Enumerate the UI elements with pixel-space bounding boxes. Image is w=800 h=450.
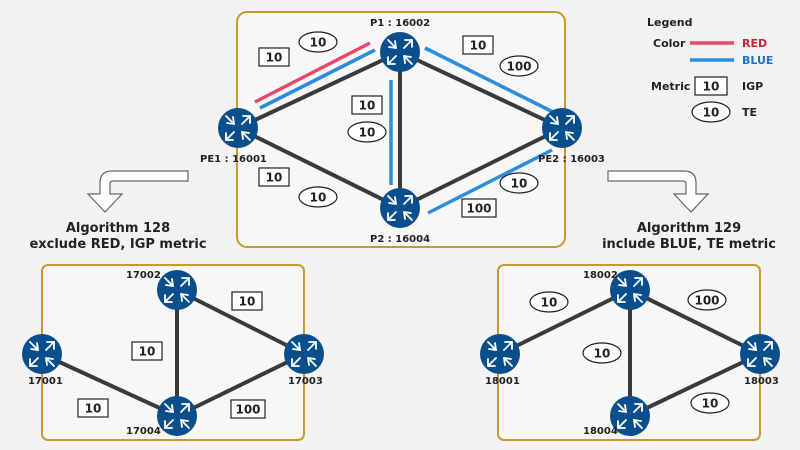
te-metric-pe1-p1: 10 [310,36,327,50]
router-pe1-label: PE1 : 16001 [200,154,267,165]
igp-metric-pe1-p1: 10 [266,51,283,65]
affinity-color-lines [254,41,554,215]
legend-title: Legend [647,16,693,29]
svg-text:10: 10 [702,397,719,411]
algo128-title: Algorithm 128 [66,221,170,236]
arrow-left-icon [86,170,189,213]
blue-affinity-p2-pe2 [427,148,553,215]
legend-te-label: TE [742,106,757,119]
igp-metric-pe1-p2: 10 [266,171,283,185]
blue-affinity-pe1-p1 [259,48,376,110]
router-p1 [379,31,421,73]
router-17001-label: 17001 [28,376,63,387]
router-pe1 [217,107,259,149]
te-metric-p2-pe2: 10 [511,177,528,191]
te-metric-p1-pe2: 100 [506,60,531,74]
link-pe1-p2 [236,126,402,210]
router-18001-label: 18001 [485,376,520,387]
legend: Legend Color RED BLUE Metric 10 IGP 10 T… [647,16,773,123]
svg-text:10: 10 [139,345,156,359]
link-p1-pe2 [398,50,564,130]
svg-text:10: 10 [239,295,256,309]
router-17003-label: 17003 [288,376,323,387]
router-18002-label: 18002 [583,270,618,281]
legend-blue-label: BLUE [742,54,773,67]
algo129-links [498,288,762,418]
legend-te-oval [691,101,731,123]
router-18004-label: 18004 [583,426,618,437]
algo129-metrics: 10 100 10 10 [529,289,730,414]
red-affinity-pe1-p1 [254,41,371,104]
legend-metric-label: Metric [651,80,690,93]
router-pe2 [541,107,583,149]
algo128-links [40,288,306,418]
router-p2-label: P2 : 16004 [370,234,430,245]
algo128-metrics: 10 10 10 100 [77,291,266,419]
blue-affinity-p1-pe2 [424,46,554,114]
router-17002-label: 17002 [126,270,161,281]
igp-metric-p1-p2: 10 [359,99,376,113]
te-metric-p1-p2: 10 [359,126,376,140]
router-17004 [156,395,198,437]
router-p1-label: P1 : 16002 [370,18,430,29]
svg-text:10: 10 [541,296,558,310]
router-18001 [479,333,521,375]
router-17003 [283,333,325,375]
link-pe1-p1 [236,50,402,130]
algo128-subtitle: exclude RED, IGP metric [29,237,206,252]
algo129-title: Algorithm 129 [637,221,741,236]
router-17002 [156,269,198,311]
router-18003-label: 18003 [744,376,779,387]
router-17004-label: 17004 [126,426,161,437]
igp-metric-p2-pe2: 100 [466,202,491,216]
link-p2-pe2 [398,126,564,210]
svg-text:10: 10 [594,347,611,361]
legend-color-label: Color [653,37,686,50]
router-pe2-label: PE2 : 16003 [538,154,605,165]
algo129-subtitle: include BLUE, TE metric [602,237,776,252]
arrow-right-icon [607,170,710,213]
legend-igp-label: IGP [742,80,763,93]
main-links [236,50,564,210]
router-18003 [739,333,781,375]
svg-text:100: 100 [694,294,719,308]
te-metric-pe1-p2: 10 [310,191,327,205]
main-metric-labels: 10 10 10 100 10 10 10 10 100 10 [258,31,539,218]
igp-metric-p1-pe2: 10 [470,39,487,53]
svg-text:10: 10 [85,402,102,416]
legend-red-label: RED [742,37,767,50]
legend-te-sample: 10 [703,106,720,120]
legend-igp-sample: 10 [703,80,720,94]
router-p2 [379,187,421,229]
svg-text:100: 100 [235,403,260,417]
router-17001 [21,333,63,375]
legend-igp-box [694,76,728,96]
